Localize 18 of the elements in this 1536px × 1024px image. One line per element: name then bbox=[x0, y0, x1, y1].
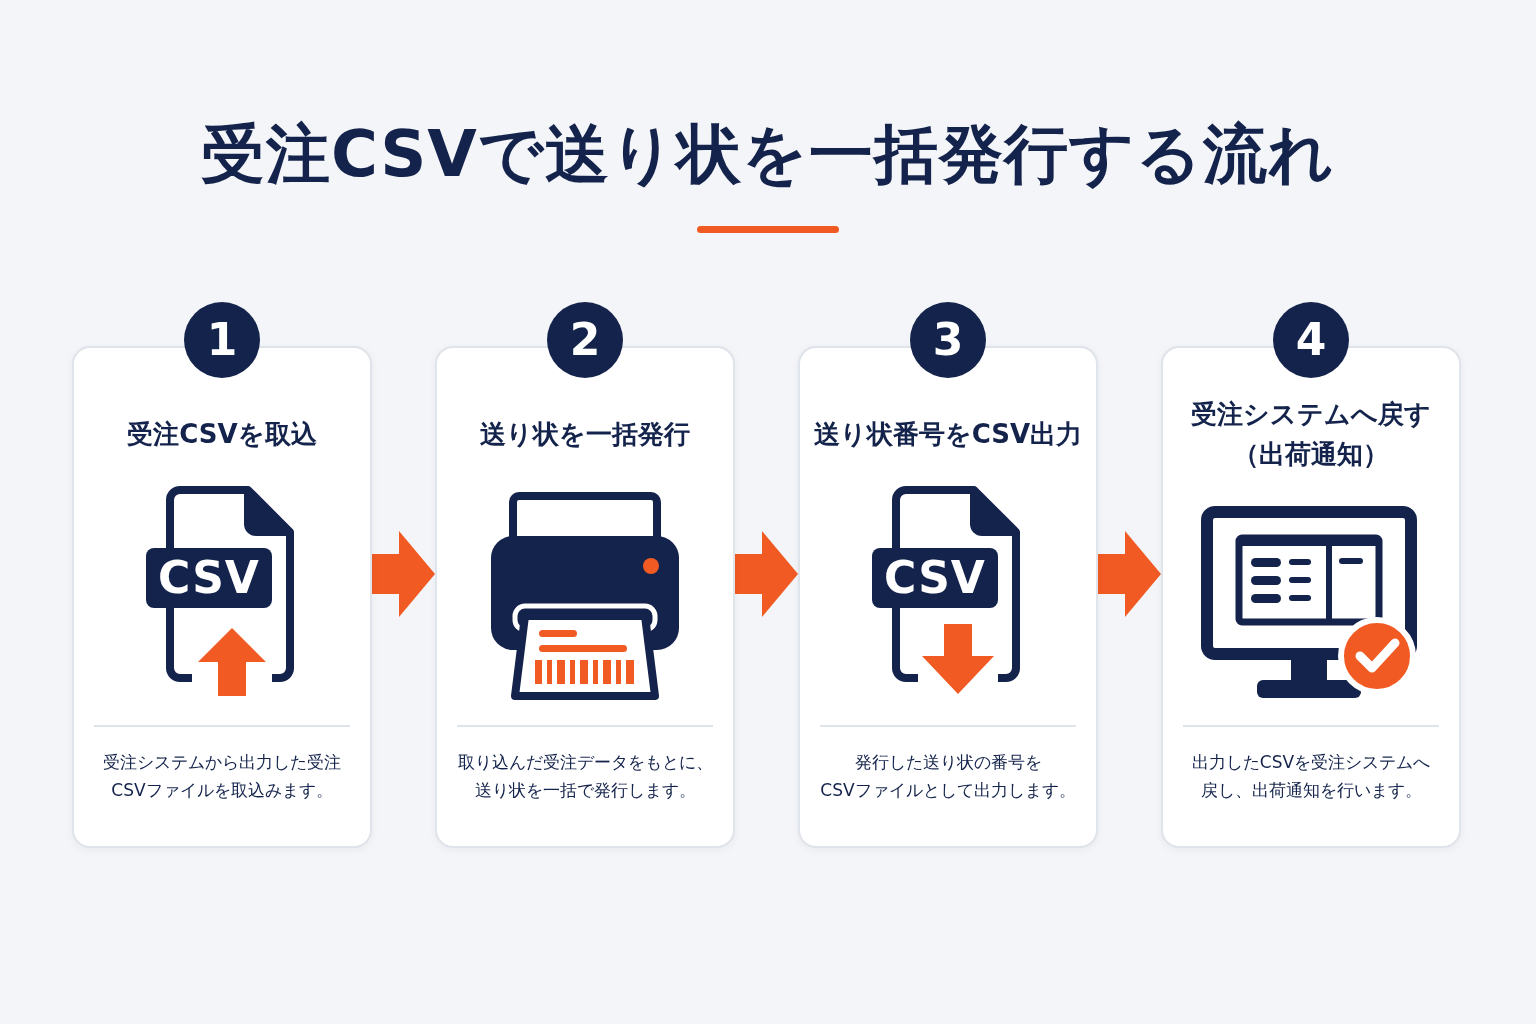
step-title: 送り状番号をCSV出力 bbox=[813, 418, 1083, 451]
arrow bbox=[1098, 531, 1161, 617]
arrow bbox=[735, 531, 798, 617]
arrow bbox=[372, 531, 435, 617]
step-title: 送り状を一括発行 bbox=[480, 418, 690, 451]
step-number: 2 bbox=[547, 302, 623, 378]
step-number: 1 bbox=[184, 302, 260, 378]
step-description: 出力したCSVを受注システムへ戻し、出荷通知を行います。 bbox=[1190, 751, 1432, 802]
file-type-label: CSV bbox=[146, 548, 272, 608]
step-number: 4 bbox=[1273, 302, 1349, 378]
step-description: 発行した送り状の番号をCSVファイルとして出力します。 bbox=[819, 751, 1077, 802]
page-title: 受注CSVで送り状を一括発行する流れ bbox=[201, 116, 1335, 193]
step-number: 3 bbox=[910, 302, 986, 378]
step-description: 受注システムから出力した受注CSVファイルを取込みます。 bbox=[102, 751, 342, 802]
step-title: 受注CSVを取込 bbox=[127, 418, 317, 451]
step-title: 受注システムへ戻す（出荷通知） bbox=[1190, 398, 1432, 471]
step-description: 取り込んだ受注データをもとに、送り状を一括で発行します。 bbox=[456, 751, 714, 802]
file-type-label: CSV bbox=[872, 548, 998, 608]
